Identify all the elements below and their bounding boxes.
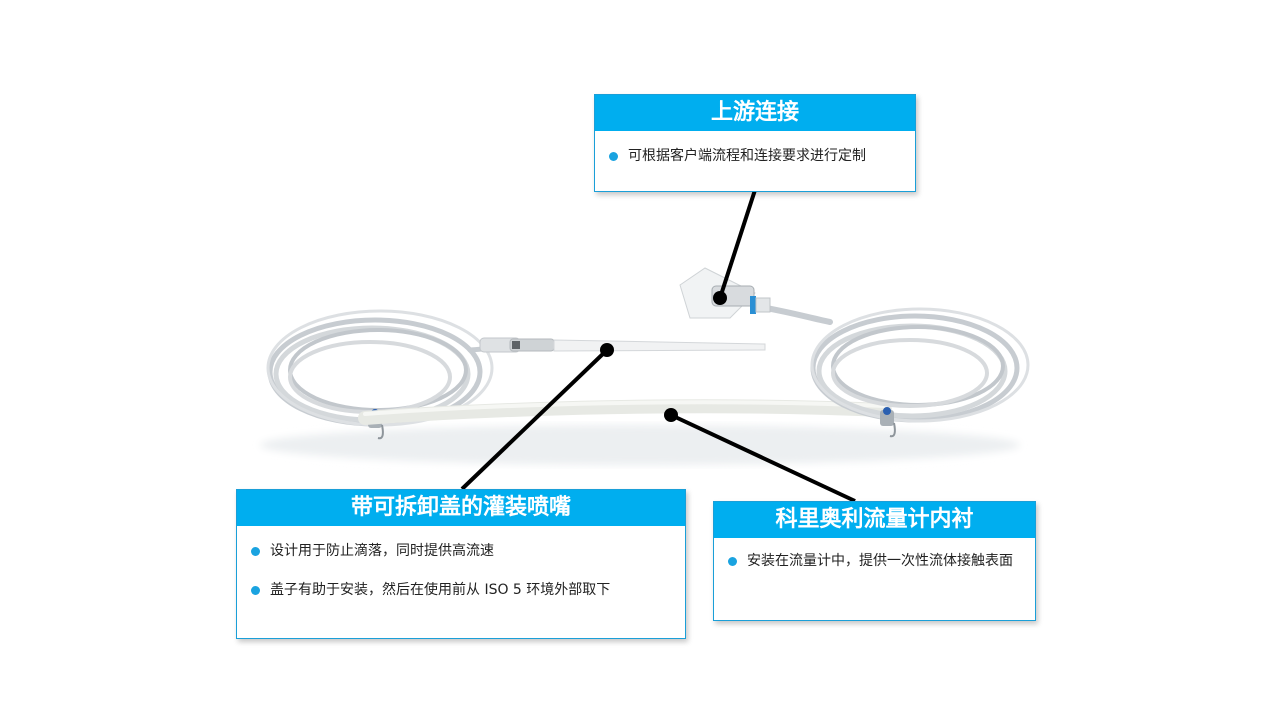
pointer-upstream (718, 189, 757, 299)
callout-upstream-connection: 上游连接 可根据客户端流程和连接要求进行定制 (594, 94, 916, 192)
right-clamp (880, 407, 896, 438)
pointer-spout (460, 348, 609, 491)
right-tube-coil (757, 304, 1030, 423)
upstream-connector (679, 267, 771, 319)
callout-coriolis-liner: 科里奥利流量计内衬 安装在流量计中，提供一次性流体接触表面 (713, 501, 1036, 621)
pointer-liner (670, 413, 856, 503)
callout-filling-spout: 带可拆卸盖的灌装喷嘴 设计用于防止滴落，同时提供高流速 盖子有助于安装，然后在使… (236, 489, 686, 639)
callout-bullets: 可根据客户端流程和连接要求进行定制 (595, 131, 915, 165)
floor-reflection (260, 425, 1020, 465)
flowmeter-liner-highlight (363, 400, 887, 416)
callout-title: 科里奥利流量计内衬 (714, 502, 1035, 538)
pointer-dot-upstream (713, 291, 727, 305)
filling-nozzle (479, 337, 766, 353)
pointer-dots (600, 291, 727, 422)
pointer-dot-liner (664, 408, 678, 422)
pointer-dot-spout (600, 343, 614, 357)
callout-title: 上游连接 (595, 95, 915, 131)
bullet-item: 可根据客户端流程和连接要求进行定制 (595, 147, 915, 165)
callout-title: 带可拆卸盖的灌装喷嘴 (237, 490, 685, 526)
callout-bullets: 设计用于防止滴落，同时提供高流速 盖子有助于安装，然后在使用前从 ISO 5 环… (237, 526, 685, 599)
pointer-lines (460, 189, 856, 503)
bullet-item: 安装在流量计中，提供一次性流体接触表面 (714, 552, 1035, 570)
callout-bullets: 安装在流量计中，提供一次性流体接触表面 (714, 538, 1035, 570)
bullet-item: 设计用于防止滴落，同时提供高流速 (237, 542, 685, 560)
flowmeter-liner-tube (358, 399, 892, 425)
bullet-item: 盖子有助于安装，然后在使用前从 ISO 5 环境外部取下 (237, 581, 685, 599)
